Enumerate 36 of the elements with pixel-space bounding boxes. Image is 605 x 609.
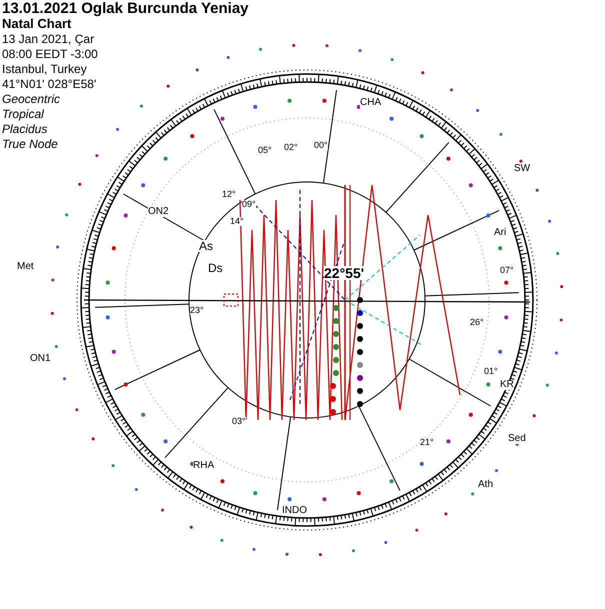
chart-info-text: Placidus bbox=[2, 123, 48, 135]
chart-label: 12° bbox=[222, 190, 236, 199]
chart-label: Sed bbox=[508, 434, 526, 444]
chart-label: 26° bbox=[470, 318, 484, 327]
chart-info-text: 13 Jan 2021, Çar bbox=[2, 33, 94, 45]
chart-label: 01° bbox=[484, 367, 498, 376]
chart-info-text: True Node bbox=[2, 138, 58, 150]
chart-label: KR bbox=[500, 380, 514, 390]
chart-label: 07° bbox=[500, 266, 514, 275]
chart-label: 00° bbox=[314, 141, 328, 150]
chart-label: 05° bbox=[258, 146, 272, 155]
chart-label: ON2 bbox=[148, 207, 169, 217]
chart-info-text: 08:00 EEDT -3:00 bbox=[2, 48, 98, 60]
chart-info-text: Geocentric bbox=[2, 93, 60, 105]
chart-info-text: Natal Chart bbox=[2, 17, 72, 30]
chart-label: ON1 bbox=[30, 354, 51, 364]
chart-label: Ari bbox=[494, 228, 506, 238]
chart-info-text: 41°N01' 028°E58' bbox=[2, 78, 96, 90]
chart-label: 14° bbox=[230, 217, 244, 226]
chart-label: 21° bbox=[420, 438, 434, 447]
chart-label: As bbox=[199, 240, 214, 252]
chart-label: Ds bbox=[208, 262, 223, 274]
chart-label: SW bbox=[514, 164, 530, 174]
chart-label: 09° bbox=[242, 200, 256, 209]
chart-label: Met bbox=[17, 262, 34, 272]
chart-label: CHA bbox=[360, 98, 382, 108]
chart-label: RHA bbox=[193, 461, 214, 471]
chart-label: 02° bbox=[284, 143, 298, 152]
chart-label: 23° bbox=[190, 306, 204, 315]
degree-label: 22°55' bbox=[324, 266, 364, 280]
chart-label: 03° bbox=[232, 417, 246, 426]
chart-info-text: Tropical bbox=[2, 108, 44, 120]
chart-label: Ath bbox=[478, 480, 494, 490]
chart-info-text: Istanbul, Turkey bbox=[2, 63, 87, 75]
chart-label: INDO bbox=[282, 506, 307, 516]
chart-title: 13.01.2021 Oglak Burcunda Yeniay bbox=[2, 0, 249, 18]
